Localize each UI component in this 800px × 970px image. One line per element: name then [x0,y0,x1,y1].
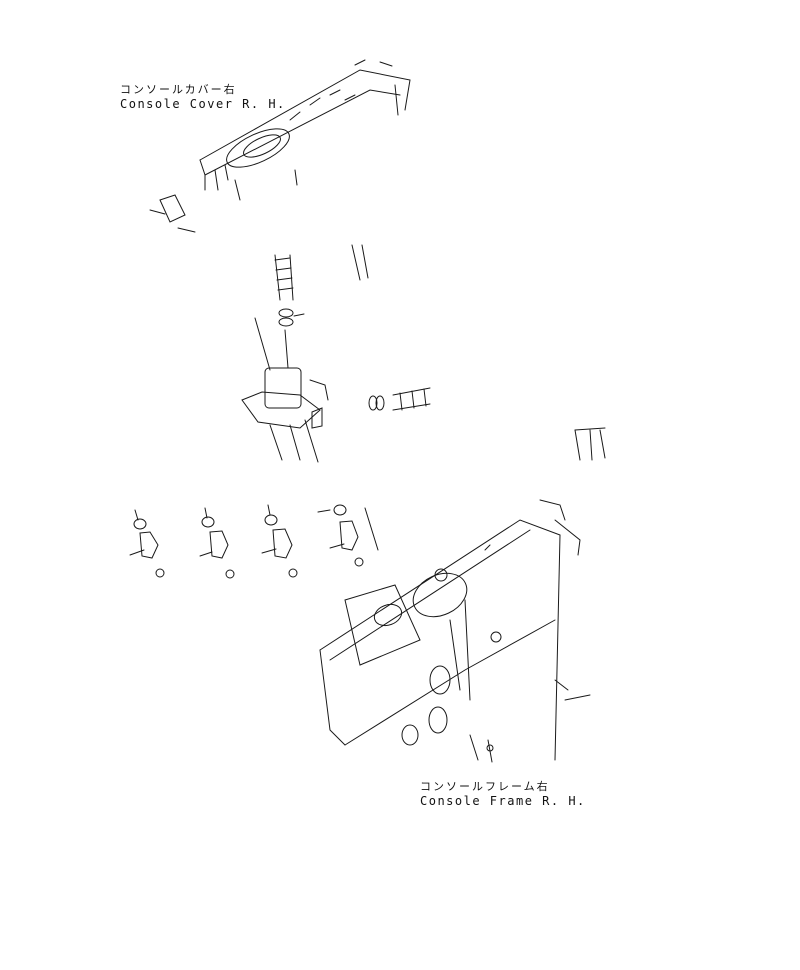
console-frame-label: コンソールフレーム右 Console Frame R. H. [420,779,586,809]
console-frame-label-en: Console Frame R. H. [420,794,586,808]
console-frame-part [320,428,605,762]
switch-4 [318,505,378,566]
console-cover-label: コンソールカバー右 Console Cover R. H. [120,82,286,112]
pin-parts [275,245,368,326]
lever-valve-part [242,318,430,462]
switch-2 [200,508,234,578]
console-cover-label-en: Console Cover R. H. [120,97,286,111]
switch-set [130,505,378,578]
switch-1 [130,510,164,577]
console-cover-label-jp: コンソールカバー右 [120,83,237,96]
console-cover-part [150,60,410,232]
switch-3 [262,505,297,577]
console-frame-label-jp: コンソールフレーム右 [420,780,550,793]
